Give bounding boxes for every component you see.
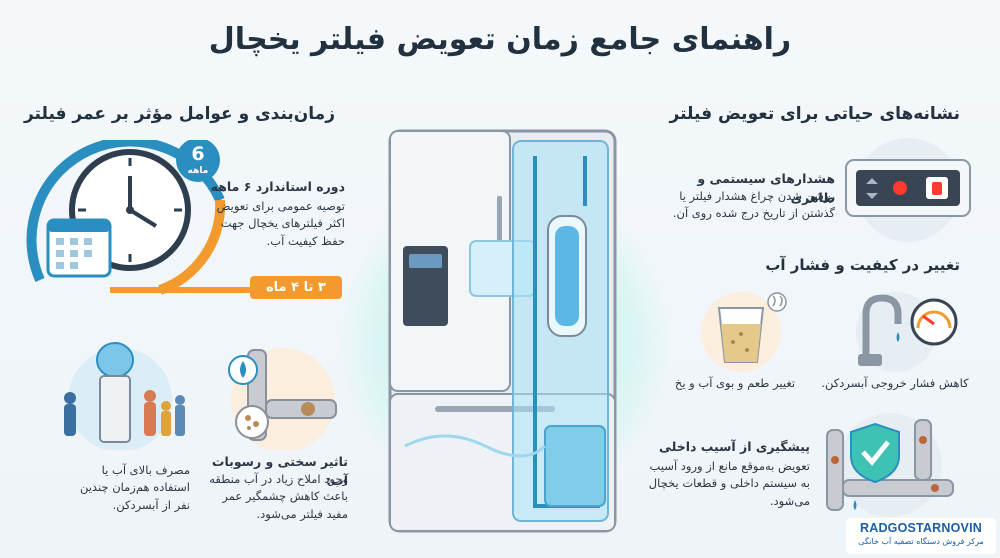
hard-water-heading: تاثیر سختی و رسوبات آب: [211, 454, 348, 488]
warning-panel-illustration [845, 138, 971, 242]
left-section-title: زمان‌بندی و عوامل مؤثر بر عمر فیلتر [23, 104, 335, 124]
clock-arc-orange [158, 199, 226, 295]
glass-illustration [701, 292, 787, 372]
quality-section-title: تغییر در کیفیت و فشار آب [765, 256, 960, 274]
hard-water-body: وجود املاح زیاد در آب منطقه باعث کاهش چش… [209, 472, 348, 521]
page-title: راهنمای جامع زمان تعویض فیلتر یخچال [208, 22, 792, 57]
drip-icon [896, 332, 900, 342]
prevention-body: تعویض به‌موقع مانع از ورود آسیب به سیستم… [648, 459, 810, 508]
right-section-title: نشانه‌های حیاتی برای تعویض فیلتر [669, 104, 960, 124]
standard-period-body: توصیه عمومی برای تعویض اکثر فیلترهای یخچ… [216, 199, 345, 248]
faucet-gauge-illustration [856, 292, 958, 372]
alerts-heading: هشدارهای سیستمی و ظاهری [697, 171, 835, 205]
water-cooler-family-illustration [64, 342, 185, 450]
protection-pipes-illustration [826, 413, 954, 517]
faucet-icon [862, 294, 902, 366]
shield-icon [850, 422, 900, 484]
deposit-magnifier-icon [235, 405, 269, 439]
pressure-drop-label: کاهش فشار خروجی آبسردکن. [821, 376, 969, 390]
clock-calendar-illustration [26, 140, 320, 295]
pressure-gauge-icon [910, 298, 958, 346]
brand-tagline: مرکز فروش دستگاه تصفیه آب خانگی [858, 537, 984, 546]
prevention-heading: پیشگیری از آسیب داخلی [658, 439, 810, 454]
clock-minute-hand [128, 208, 158, 228]
brand-logo: RADGOSTARNOVIN مرکز فروش دستگاه تصفیه آب… [846, 518, 996, 554]
alerts-body: روشن شدن چراغ هشدار فیلتر یا گذشتن از تا… [672, 189, 835, 221]
water-cooler-icon [99, 375, 131, 443]
water-bottle-icon [96, 342, 134, 378]
odor-icon [767, 292, 787, 312]
brand-name: RADGOSTARNOVIN [859, 521, 982, 535]
refrigerator-illustration [388, 129, 617, 533]
standard-period-heading: دوره استاندارد ۶ ماهه [210, 179, 345, 194]
short-period-badge: ۳ تا ۴ ماه [250, 276, 342, 299]
badge-number: 6 [191, 143, 205, 165]
hard-water-pipes-illustration [228, 348, 337, 450]
warning-light-icon [893, 181, 907, 195]
high-usage-text: مصرف بالای آب یا استفاده هم‌زمان چندین ن… [79, 463, 190, 512]
badge-unit: ماهه [187, 166, 209, 176]
filter-alert-icon [932, 182, 942, 195]
taste-change-label: تغییر طعم و بوی آب و یخ [674, 376, 796, 390]
six-month-badge [176, 140, 220, 182]
